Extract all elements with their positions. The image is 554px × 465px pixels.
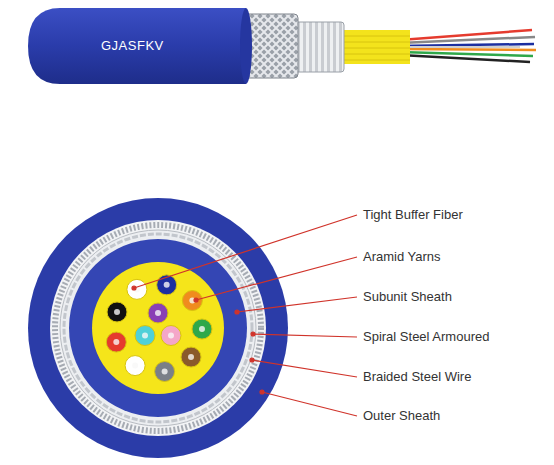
fiber xyxy=(161,326,181,346)
fiber xyxy=(125,356,145,376)
part-label: Outer Sheath xyxy=(363,408,440,424)
fiber xyxy=(192,319,212,339)
fiber xyxy=(135,326,155,346)
cable-marking: GJASFKV xyxy=(101,38,164,54)
cable-cross-section xyxy=(28,198,288,458)
fiber xyxy=(155,361,175,381)
fiber-core xyxy=(188,354,194,360)
fiber-core xyxy=(155,310,161,316)
part-label: Tight Buffer Fiber xyxy=(363,207,463,223)
fiber-core xyxy=(162,368,168,374)
fiber-core xyxy=(142,333,148,339)
part-label: Aramid Yarns xyxy=(363,249,441,265)
fiber-core xyxy=(199,326,205,332)
fiber xyxy=(127,279,147,299)
fiber xyxy=(182,291,202,311)
part-label: Subunit Sheath xyxy=(363,289,452,305)
tight-buffer-fibers xyxy=(106,275,212,382)
cable-side-view xyxy=(28,8,536,84)
part-label: Spiral Steel Armoured xyxy=(363,329,489,345)
fiber xyxy=(148,303,168,323)
fiber xyxy=(107,302,127,322)
fiber-core xyxy=(132,363,138,369)
fiber-core xyxy=(168,333,174,339)
fiber-core xyxy=(164,282,170,288)
fiber xyxy=(181,347,201,367)
fiber-core xyxy=(114,309,120,315)
part-label: Braided Steel Wire xyxy=(363,369,471,385)
fiber xyxy=(106,332,126,352)
fiber-core xyxy=(113,339,119,345)
leader-lines xyxy=(132,215,357,416)
